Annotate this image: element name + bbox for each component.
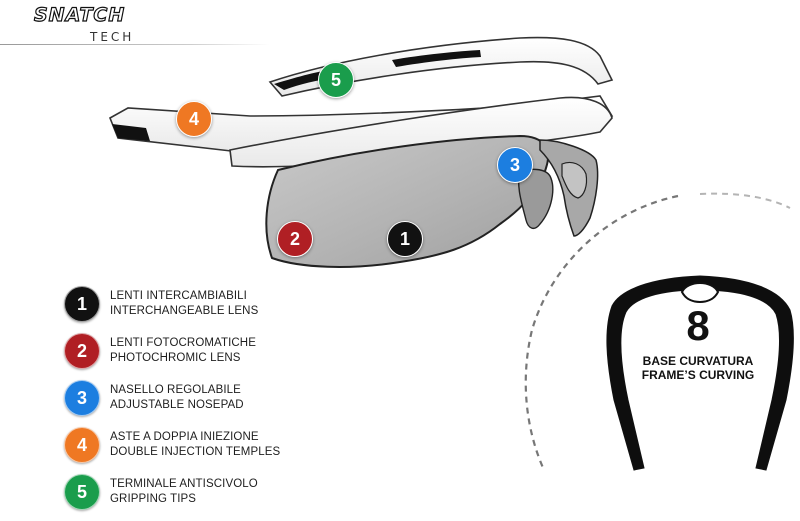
marker-5: 5	[318, 62, 354, 98]
brand-sub: TECH	[90, 30, 135, 44]
legend-line1: ASTE A DOPPIA INIEZIONE	[110, 431, 259, 443]
marker-1: 1	[387, 221, 423, 257]
legend-badge-1: 1	[64, 286, 100, 322]
legend-badge-5: 5	[64, 474, 100, 510]
legend-line1: NASELLO REGOLABILE	[110, 384, 241, 396]
legend-item-4: 4 ASTE A DOPPIA INIEZIONE DOUBLE INJECTI…	[64, 427, 364, 467]
brand-logo: SNATCH TECH	[30, 3, 150, 48]
marker-2-label: 2	[289, 229, 300, 249]
legend-item-1: 1 LENTI INTERCAMBIABILI INTERCHANGEABLE …	[64, 286, 364, 326]
curvature-line1: BASE CURVATURA	[642, 354, 754, 368]
curvature-arc-fade	[699, 192, 791, 209]
legend-line2: DOUBLE INJECTION TEMPLES	[110, 446, 281, 458]
features-legend: 1 LENTI INTERCAMBIABILI INTERCHANGEABLE …	[64, 286, 364, 521]
brand-name: SNATCH	[33, 3, 126, 26]
legend-badge-4: 4	[64, 427, 100, 463]
marker-2: 2	[277, 221, 313, 257]
legend-line2: ADJUSTABLE NOSEPAD	[110, 399, 244, 411]
marker-1-label: 1	[399, 229, 410, 249]
top-view-frame	[606, 275, 794, 471]
product-infographic: SNATCH TECH	[0, 3, 794, 510]
curvature-value: 8	[686, 302, 710, 349]
curvature-label: BASE CURVATURA FRAME’S CURVING	[628, 354, 768, 382]
marker-3-label: 3	[509, 155, 520, 175]
near-temple-grip	[112, 124, 150, 141]
legend-line1: LENTI INTERCAMBIABILI	[110, 290, 247, 302]
legend-line2: GRIPPING TIPS	[110, 493, 197, 505]
curvature-arc-dashed	[524, 194, 679, 471]
legend-text-4: ASTE A DOPPIA INIEZIONE DOUBLE INJECTION…	[110, 430, 280, 460]
legend-line2: INTERCHANGEABLE LENS	[110, 305, 259, 317]
lens-shape	[265, 134, 549, 268]
legend-line1: LENTI FOTOCROMATICHE	[110, 337, 256, 349]
legend-line2: PHOTOCHROMIC LENS	[110, 352, 241, 364]
top-view-nosebridge	[680, 282, 720, 304]
legend-text-1: LENTI INTERCAMBIABILI INTERCHANGEABLE LE…	[110, 289, 258, 319]
legend-badge-2: 2	[64, 333, 100, 369]
legend-item-3: 3 NASELLO REGOLABILE ADJUSTABLE NOSEPAD	[64, 380, 364, 420]
far-temple-arm	[268, 36, 614, 97]
legend-item-2: 2 LENTI FOTOCROMATICHE PHOTOCHROMIC LENS	[64, 333, 364, 373]
brand-underline	[0, 44, 270, 45]
nosepad-right	[561, 161, 588, 199]
legend-item-5: 5 TERMINALE ANTISCIVOLO GRIPPING TIPS	[64, 474, 364, 514]
legend-text-5: TERMINALE ANTISCIVOLO GRIPPING TIPS	[110, 477, 258, 507]
far-temple-grip-2	[392, 50, 481, 67]
curvature-line2: FRAME’S CURVING	[641, 368, 755, 382]
legend-line1: TERMINALE ANTISCIVOLO	[110, 478, 258, 490]
nosepad-shape	[517, 168, 554, 230]
legend-badge-3: 3	[64, 380, 100, 416]
marker-5-label: 5	[330, 70, 341, 90]
marker-4: 4	[176, 101, 212, 137]
marker-3: 3	[497, 147, 533, 183]
legend-text-2: LENTI FOTOCROMATICHE PHOTOCHROMIC LENS	[110, 336, 256, 366]
legend-text-3: NASELLO REGOLABILE ADJUSTABLE NOSEPAD	[110, 383, 244, 413]
marker-4-label: 4	[188, 109, 199, 129]
glasses-illustration	[108, 36, 794, 471]
